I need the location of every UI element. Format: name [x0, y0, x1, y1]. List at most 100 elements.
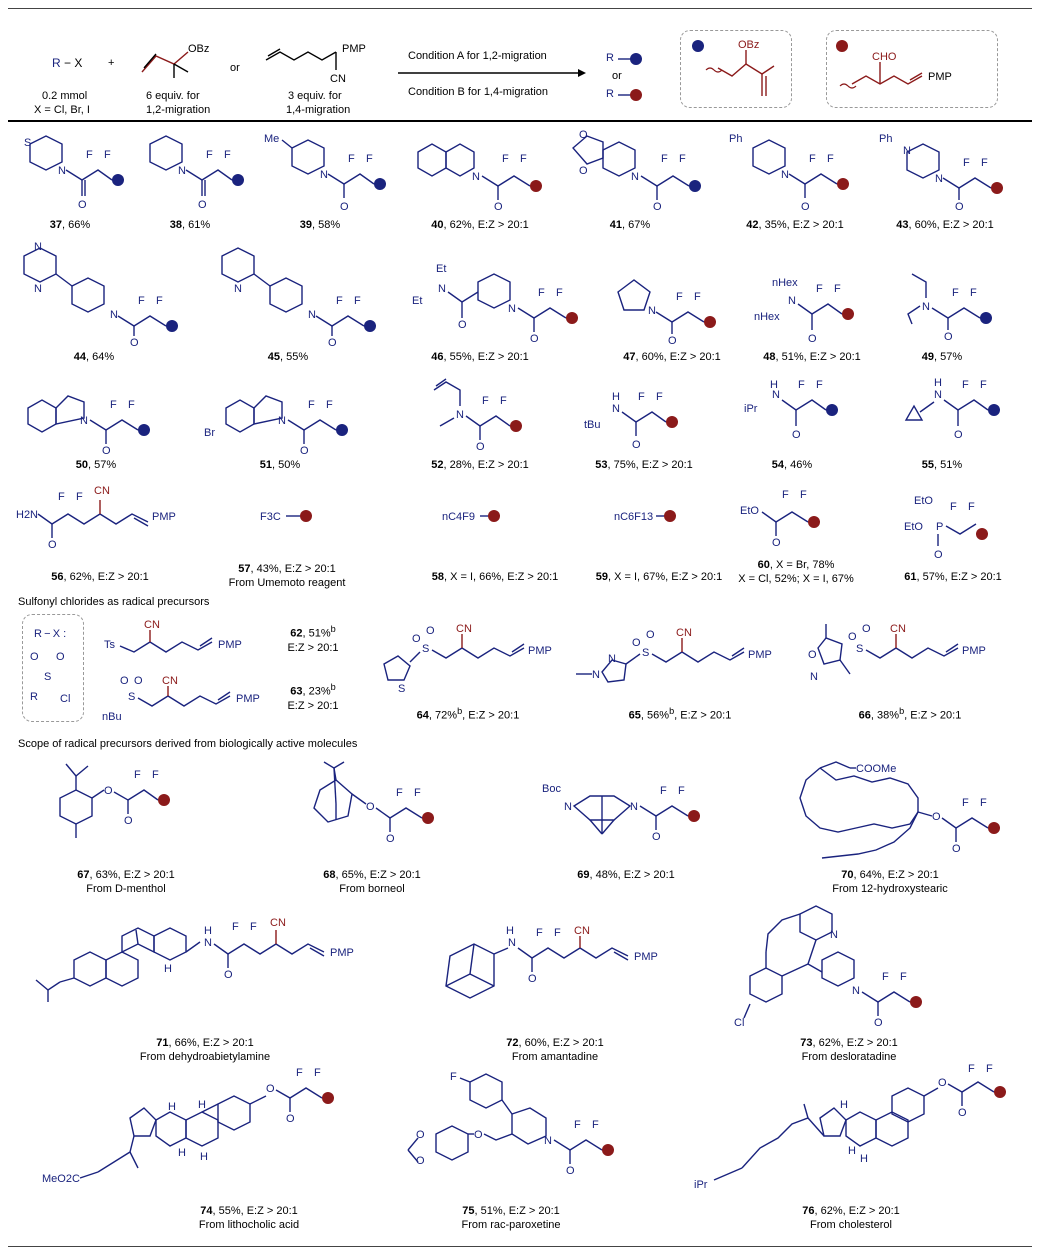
- caption-64: 64, 72%b, E:Z > 20:1: [416, 706, 520, 722]
- svg-text:Ts: Ts: [104, 639, 116, 651]
- caption-60: 60, X = Br, 78% X = Cl, 52%; X = I, 67%: [738, 559, 854, 585]
- reagent-amount: 0.2 mmol: [42, 90, 88, 102]
- structure-60: EtO O F F: [740, 489, 820, 549]
- structure-50: N O F F: [27, 395, 150, 457]
- svg-text:F: F: [482, 395, 489, 407]
- svg-text:O: O: [530, 333, 539, 345]
- svg-text:N: N: [234, 283, 242, 295]
- structure-48: nHex N nHex O F F: [754, 277, 854, 345]
- caption-54: 54, 46%: [771, 459, 813, 471]
- svg-text:N: N: [781, 169, 789, 181]
- nitrile-cn-label: CN: [330, 73, 346, 85]
- allyl-equiv: 6 equiv. for: [146, 90, 200, 102]
- svg-text:CN: CN: [676, 627, 692, 639]
- svg-text:F: F: [661, 153, 668, 165]
- caption-70: 70, 64%, E:Z > 20:1 From 12-hydroxystear…: [832, 869, 948, 895]
- structure-61: EtO EtO P O F F: [904, 495, 988, 561]
- svg-text:O: O: [104, 785, 113, 797]
- caption-67: 67, 63%, E:Z > 20:1 From D-menthol: [77, 869, 175, 895]
- svg-text:F: F: [656, 391, 663, 403]
- radical-dot-50: [138, 424, 150, 436]
- caption-40: 40, 62%, E:Z > 20:1: [431, 219, 529, 231]
- radical-dot-49: [980, 312, 992, 324]
- caption-51: 51, 50%: [259, 459, 301, 471]
- svg-text:Me: Me: [264, 133, 279, 145]
- svg-text:O: O: [476, 441, 485, 453]
- product-red: R: [606, 88, 614, 100]
- svg-text:O: O: [958, 1107, 967, 1119]
- svg-text:EtO: EtO: [914, 495, 933, 507]
- red-dot-definition: CHO PMP: [836, 40, 952, 89]
- structure-55: N H O F F: [904, 377, 1000, 441]
- svg-text:O: O: [938, 1077, 947, 1089]
- box2-pmp-label: PMP: [928, 71, 952, 83]
- caption-41: 41, 67%: [609, 219, 651, 231]
- caption-66: 66, 38%b, E:Z > 20:1: [858, 706, 962, 722]
- svg-text:O: O: [412, 633, 421, 645]
- svg-text:F: F: [809, 153, 816, 165]
- svg-text:N: N: [922, 301, 930, 313]
- caption-53: 53, 75%, E:Z > 20:1: [595, 459, 693, 471]
- s-label: S: [24, 137, 31, 149]
- structure-67: O O F F: [59, 763, 170, 838]
- radical-dot-58: [488, 510, 500, 522]
- structure-47: N O F F: [617, 279, 716, 347]
- box2-cho-label: CHO: [872, 51, 897, 63]
- structure-38: N O F F: [149, 135, 244, 211]
- caption-69: 69, 48%, E:Z > 20:1: [577, 869, 675, 881]
- svg-text:F: F: [110, 399, 117, 411]
- svg-text:F: F: [882, 971, 889, 983]
- svg-text:F: F: [58, 491, 65, 503]
- svg-text:S: S: [44, 671, 51, 683]
- svg-text:CN: CN: [162, 675, 178, 687]
- svg-text:N: N: [903, 145, 911, 157]
- svg-text:O: O: [808, 333, 817, 345]
- caption-50: 50, 57%: [75, 459, 117, 471]
- svg-text:F: F: [502, 153, 509, 165]
- svg-text:F: F: [354, 295, 361, 307]
- svg-text:N: N: [934, 389, 942, 401]
- svg-text:Et: Et: [436, 263, 446, 275]
- svg-text:F: F: [76, 491, 83, 503]
- svg-text:F: F: [134, 769, 141, 781]
- svg-text:N: N: [320, 169, 328, 181]
- structure-74: H H H H O O F F MeO2C: [42, 1067, 334, 1185]
- svg-text:F: F: [314, 1067, 321, 1079]
- svg-text:CN: CN: [890, 623, 906, 635]
- svg-text:H: H: [164, 963, 172, 975]
- svg-text:iPr: iPr: [694, 1179, 708, 1191]
- reagent-r: R: [52, 56, 61, 70]
- structure-49: N O F F: [907, 273, 992, 343]
- radical-dot-47: [704, 316, 716, 328]
- structure-63: O O S nBu CN PMP: [102, 675, 260, 723]
- svg-text:F: F: [986, 1063, 993, 1075]
- svg-text:O: O: [934, 549, 943, 561]
- svg-text:H: H: [770, 379, 778, 391]
- svg-text:Et: Et: [412, 295, 422, 307]
- svg-text:F: F: [348, 153, 355, 165]
- caption-44: 44, 64%: [73, 351, 115, 363]
- condition-b: Condition B for 1,4-migration: [408, 86, 549, 98]
- svg-text:tBu: tBu: [584, 419, 601, 431]
- product-or: or: [612, 70, 622, 82]
- svg-text:S: S: [422, 643, 429, 655]
- svg-text:N: N: [438, 283, 446, 295]
- svg-text:CN: CN: [456, 623, 472, 635]
- svg-text:nHex: nHex: [772, 277, 798, 289]
- svg-text:O: O: [862, 623, 871, 635]
- svg-text:F: F: [396, 787, 403, 799]
- condition-a: Condition A for 1,2-migration: [408, 50, 547, 62]
- structure-51: Br N O F F: [204, 395, 348, 457]
- svg-text:O: O: [566, 1165, 575, 1177]
- structure-73: N Cl N O F F: [734, 905, 922, 1029]
- caption-63: 63, 23%b E:Z > 20:1: [287, 682, 339, 712]
- radical-dot-59: [664, 510, 676, 522]
- radical-dot-37: [112, 174, 124, 186]
- bottom-rule: [8, 1246, 1032, 1247]
- svg-text:O: O: [668, 335, 677, 347]
- svg-text:F: F: [694, 291, 701, 303]
- caption-37: 37, 66%: [49, 219, 91, 231]
- svg-text:F: F: [638, 391, 645, 403]
- svg-text:H: H: [178, 1147, 186, 1159]
- svg-text:N: N: [472, 171, 480, 183]
